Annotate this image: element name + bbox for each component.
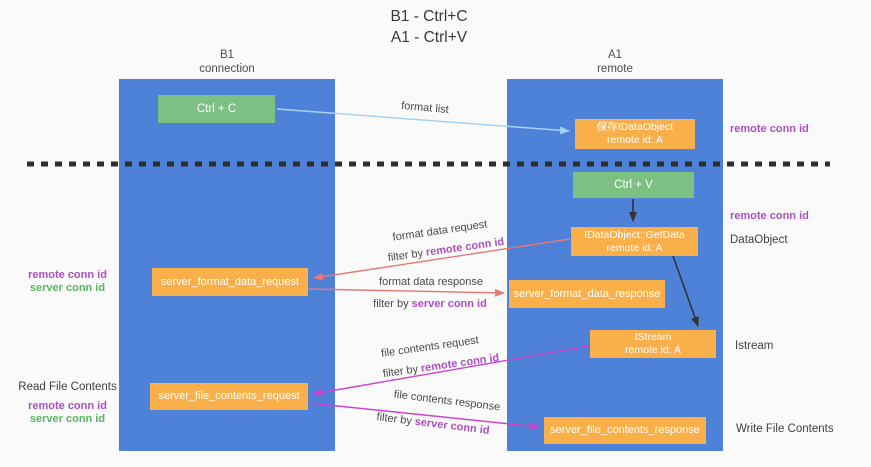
filter-by-text: filter by — [375, 411, 413, 428]
side-label-read-file-contents: Read File Contents — [18, 381, 117, 393]
edge-label-file-contents-response: file contents response — [393, 388, 501, 414]
edge-label-format-list: format list — [400, 99, 450, 117]
server-conn-id-text: server conn id — [414, 415, 491, 437]
side-label-remote-conn-id-top: remote conn id — [730, 123, 809, 135]
server-conn-id-text: server conn id — [411, 298, 487, 310]
filter-by-text: filter by — [382, 363, 419, 381]
side-label-remote-conn-id-mid: remote conn id — [730, 210, 809, 222]
node-server-format-data-response: server_format_data_response — [509, 280, 665, 308]
ctrl-v-label: Ctrl + V — [614, 179, 653, 191]
lane-header-a1: A1 remote — [507, 48, 723, 76]
istream-line2: remote id: A — [624, 344, 682, 356]
remote-conn-id-text: remote conn id — [425, 235, 505, 259]
arrow-format-data-response — [308, 288, 505, 297]
server-file-contents-response-label: server_file_contents_response — [550, 424, 700, 436]
save-idataobject-line2: remote id: A — [606, 134, 664, 146]
title-line-2: A1 - Ctrl+V — [390, 29, 468, 46]
edge-label-format-data-response: format data response — [379, 276, 483, 288]
node-ctrl-v: Ctrl + V — [573, 172, 694, 198]
getdata-line1: IDataObject::GetData — [584, 228, 685, 241]
node-server-file-contents-request: server_file_contents_request — [150, 383, 308, 410]
side-label-istream: Istream — [735, 340, 774, 352]
server-file-contents-request-label: server_file_contents_request — [158, 390, 300, 402]
save-idataobject-line1: 保存IDataObject — [596, 121, 674, 133]
filter-by-text: filter by — [387, 247, 424, 265]
left-remote-conn-id-2: remote conn id — [28, 400, 107, 412]
node-istream: IStream remote id: A — [590, 330, 716, 358]
diagram-title: B1 - Ctrl+C A1 - Ctrl+V — [309, 6, 549, 48]
lane-b1-subtitle: connection — [199, 63, 255, 75]
lane-header-b1: B1 connection — [119, 48, 335, 76]
side-label-write-file-contents: Write File Contents — [736, 423, 834, 435]
remote-conn-id-text: remote conn id — [420, 351, 500, 375]
title-line-1: B1 - Ctrl+C — [390, 8, 468, 25]
node-server-file-contents-response: server_file_contents_response — [544, 417, 706, 444]
left-conn-id-group-mid: remote conn id server conn id — [15, 269, 120, 294]
lane-a1-name: A1 — [607, 49, 623, 61]
node-idataobject-getdata: IDataObject::GetData remote id: A — [571, 227, 698, 256]
server-format-data-request-label: server_format_data_request — [160, 275, 300, 288]
node-save-idataobject: 保存IDataObject remote id: A — [575, 119, 695, 149]
filter-by-text: filter by — [373, 298, 409, 310]
node-ctrl-c: Ctrl + C — [158, 95, 275, 123]
left-remote-conn-id-1: remote conn id — [28, 269, 107, 281]
lane-a1-subtitle: remote — [597, 63, 633, 75]
istream-line1: IStream — [634, 331, 672, 343]
ctrl-c-label: Ctrl + C — [196, 103, 237, 115]
left-server-conn-id-1: server conn id — [29, 281, 106, 294]
node-server-format-data-request: server_format_data_request — [152, 268, 308, 296]
side-label-dataobject: DataObject — [730, 234, 788, 246]
lane-b1-name: B1 — [219, 49, 235, 61]
left-conn-id-group-bottom: remote conn id server conn id — [15, 400, 120, 425]
server-format-data-response-label: server_format_data_response — [513, 287, 661, 300]
getdata-line2: remote id: A — [606, 241, 663, 254]
left-server-conn-id-2: server conn id — [29, 412, 106, 425]
